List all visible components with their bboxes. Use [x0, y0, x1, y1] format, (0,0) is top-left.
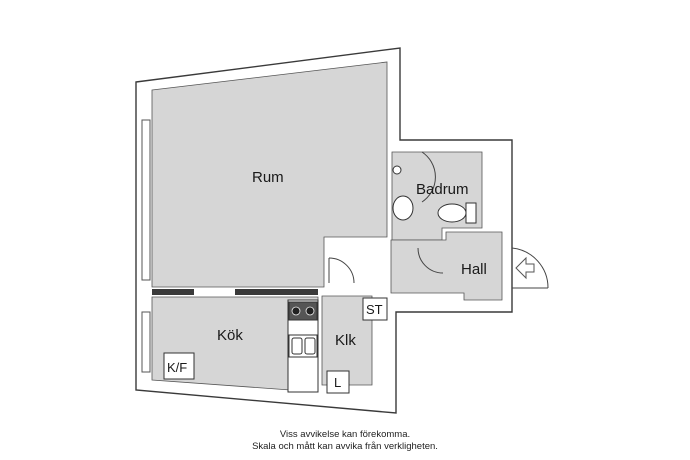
room-rum: [151, 61, 388, 288]
label-hall: Hall: [461, 261, 487, 278]
fridge-freezer-box: [163, 352, 195, 380]
label-badrum: Badrum: [416, 181, 469, 198]
wardrobe-box: [326, 370, 350, 394]
toilet-tank: [465, 202, 477, 224]
room-hall: [390, 231, 503, 301]
window-rum: [141, 119, 151, 281]
disclaimer-line-1: Viss avvikelse kan förekomma.: [279, 429, 411, 440]
disclaimer-line-2: Skala och mått kan avvika från verklighe…: [252, 441, 438, 452]
label-klk: Klk: [335, 332, 356, 349]
storage-box: [362, 297, 388, 321]
entrance-arrow-icon: [515, 256, 535, 280]
door-entrance-arc: [511, 247, 549, 289]
stove-burner-1: [291, 306, 301, 316]
label-l: L: [334, 375, 341, 390]
label-st: ST: [366, 302, 383, 317]
toilet-bowl: [437, 203, 467, 223]
stove: [288, 301, 318, 321]
label-kf: K/F: [167, 360, 187, 375]
door-badrum-arc: [417, 247, 444, 274]
door-klk-arc: [328, 257, 355, 284]
label-kok: Kök: [217, 327, 243, 344]
sink-basin-1: [291, 337, 303, 355]
label-rum: Rum: [252, 169, 284, 186]
shower-head: [392, 165, 402, 175]
stove-burner-2: [305, 306, 315, 316]
washbasin: [392, 195, 414, 221]
window-kok: [141, 311, 151, 373]
door-shower-arc: [421, 151, 436, 203]
sink-basin-2: [304, 337, 316, 355]
